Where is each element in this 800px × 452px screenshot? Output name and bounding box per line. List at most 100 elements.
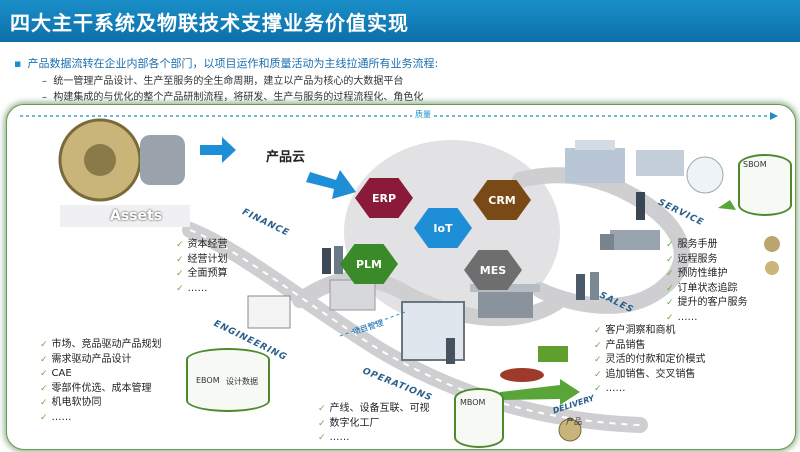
list-item-text: 提升的客户服务 bbox=[677, 297, 748, 308]
check-icon: ✓ bbox=[666, 254, 674, 265]
check-icon: ✓ bbox=[666, 298, 674, 308]
delivery-arrow bbox=[500, 379, 580, 405]
ebom-database: EBOM 设计数据 bbox=[186, 348, 270, 412]
truck-image bbox=[610, 230, 660, 250]
list-item: ✓服务手册 bbox=[666, 238, 748, 253]
list-item: ✓产线、设备互联、可视 bbox=[318, 402, 430, 417]
engineering-list: ✓市场、竞品驱动产品规划✓需求驱动产品设计✓CAE✓零部件优选、成本管理✓机电软… bbox=[40, 338, 162, 425]
green-truck-image bbox=[538, 346, 568, 362]
check-icon: ✓ bbox=[666, 240, 674, 250]
list-item-text: 机电软协同 bbox=[51, 397, 102, 408]
list-item: ✓…… bbox=[40, 411, 162, 426]
person-figure-5 bbox=[590, 272, 599, 300]
sbom-database: SBOM bbox=[738, 154, 792, 216]
list-item: ✓灵活的付款和定价模式 bbox=[594, 353, 706, 368]
check-icon: ✓ bbox=[594, 340, 602, 351]
product-cloud-label: 产品云 bbox=[266, 150, 306, 165]
check-icon: ✓ bbox=[318, 418, 326, 429]
service-agent-image bbox=[686, 156, 724, 194]
office-building-image bbox=[565, 148, 625, 183]
list-item-text: 服务手册 bbox=[677, 239, 718, 250]
check-icon: ✓ bbox=[176, 269, 184, 279]
list-item-text: 需求驱动产品设计 bbox=[51, 353, 132, 365]
engine-hub bbox=[84, 144, 116, 176]
assets-plate bbox=[60, 205, 190, 227]
factory-image bbox=[478, 290, 533, 318]
service-list: ✓服务手册✓远程服务✓预防性维护✓订单状态追踪✓提升的客户服务✓…… bbox=[666, 238, 748, 325]
bullet-square-icon: ▪ bbox=[14, 57, 22, 70]
person-figure-3 bbox=[446, 338, 455, 364]
list-item: ✓机电软协同 bbox=[40, 396, 162, 411]
list-item-text: 资本经营 bbox=[187, 239, 228, 250]
check-icon: ✓ bbox=[40, 412, 48, 423]
list-item-text: 灵活的付款和定价模式 bbox=[605, 354, 706, 365]
list-item-text: 全面预算 bbox=[187, 268, 228, 279]
check-icon: ✓ bbox=[40, 340, 48, 350]
list-item-text: …… bbox=[187, 282, 208, 294]
list-item-text: …… bbox=[677, 311, 698, 323]
list-item: ✓CAE bbox=[40, 367, 162, 382]
intro-sub-1-text: 统一管理产品设计、生产至服务的全生命周期，建立以产品为核心的大数据平台 bbox=[53, 76, 404, 87]
product-label: 产品 bbox=[566, 417, 582, 426]
operations-list: ✓产线、设备互联、可视✓数字化工厂✓…… bbox=[318, 402, 430, 446]
intro-sub-2: – 构建集成的与优化的整个产品研制流程，将研发、生产与服务的过程流程化、角色化 bbox=[42, 92, 424, 103]
list-item: ✓资本经营 bbox=[176, 238, 228, 253]
design-data-label: 设计数据 bbox=[226, 377, 258, 386]
list-item-text: 远程服务 bbox=[677, 253, 718, 265]
quality-arrow-head bbox=[770, 112, 778, 120]
list-item: ✓…… bbox=[594, 382, 706, 397]
list-item: ✓…… bbox=[666, 311, 748, 326]
check-icon: ✓ bbox=[318, 404, 326, 414]
check-icon: ✓ bbox=[40, 398, 48, 408]
cloud-to-systems-arrow bbox=[306, 170, 356, 199]
list-item-text: 经营计划 bbox=[187, 253, 228, 265]
list-item: ✓…… bbox=[176, 282, 228, 297]
person-figure-1 bbox=[322, 248, 331, 274]
value-chain-road-edge bbox=[189, 229, 641, 426]
cloud-input-arrow bbox=[200, 137, 236, 163]
check-icon: ✓ bbox=[176, 240, 184, 250]
list-item-text: 订单状态追踪 bbox=[677, 282, 738, 294]
service-arrow bbox=[718, 200, 736, 210]
office-building-roof bbox=[575, 140, 615, 150]
engine-icon-sbom-2 bbox=[765, 261, 779, 275]
list-item: ✓客户洞察和商机 bbox=[594, 324, 706, 339]
check-icon: ✓ bbox=[666, 283, 674, 294]
mbom-database: MBOM bbox=[454, 388, 504, 448]
finance-list: ✓资本经营✓经营计划✓全面预算✓…… bbox=[176, 238, 228, 296]
list-item: ✓预防性维护 bbox=[666, 267, 748, 282]
intro-line: ▪ 产品数据流转在企业内部各个部门，以项目运作和质量活动为主线拉通所有业务流程: bbox=[14, 55, 438, 71]
list-item: ✓数字化工厂 bbox=[318, 417, 430, 432]
list-item-text: 预防性维护 bbox=[677, 268, 728, 279]
meeting-board-image bbox=[247, 295, 291, 329]
list-item-text: …… bbox=[329, 432, 350, 443]
intro-main-text: 产品数据流转在企业内部各个部门，以项目运作和质量活动为主线拉通所有业务流程: bbox=[27, 57, 439, 70]
check-icon: ✓ bbox=[318, 433, 326, 443]
service-building-image bbox=[636, 150, 684, 176]
list-item: ✓经营计划 bbox=[176, 253, 228, 268]
list-item-text: 产线、设备互联、可视 bbox=[329, 403, 430, 414]
check-icon: ✓ bbox=[176, 254, 184, 265]
list-item: ✓产品销售 bbox=[594, 339, 706, 354]
ship-image bbox=[500, 368, 544, 382]
mbom-label: MBOM bbox=[460, 398, 486, 407]
list-item: ✓远程服务 bbox=[666, 253, 748, 268]
list-item-text: 产品销售 bbox=[605, 339, 646, 351]
list-item: ✓需求驱动产品设计 bbox=[40, 353, 162, 368]
ebom-label: EBOM bbox=[196, 376, 220, 385]
check-icon: ✓ bbox=[594, 326, 602, 336]
check-icon: ✓ bbox=[176, 283, 184, 294]
intro-sub-2-text: 构建集成的与优化的整个产品研制流程，将研发、生产与服务的过程流程化、角色化 bbox=[53, 92, 424, 103]
check-icon: ✓ bbox=[594, 384, 602, 394]
check-icon: ✓ bbox=[594, 369, 602, 380]
check-icon: ✓ bbox=[40, 354, 48, 365]
page-title: 四大主干系统及物联技术支撑业务价值实现 bbox=[10, 11, 409, 35]
title-banner: 四大主干系统及物联技术支撑业务价值实现 bbox=[0, 0, 800, 42]
engine-icon-sbom bbox=[764, 236, 780, 252]
intro-sub-1: – 统一管理产品设计、生产至服务的全生命周期，建立以产品为核心的大数据平台 bbox=[42, 76, 404, 87]
person-figure-2 bbox=[334, 246, 343, 274]
list-item: ✓提升的客户服务 bbox=[666, 296, 748, 311]
person-figure-6 bbox=[636, 192, 645, 220]
list-item-text: …… bbox=[605, 383, 626, 394]
list-item: ✓市场、竞品驱动产品规划 bbox=[40, 338, 162, 353]
